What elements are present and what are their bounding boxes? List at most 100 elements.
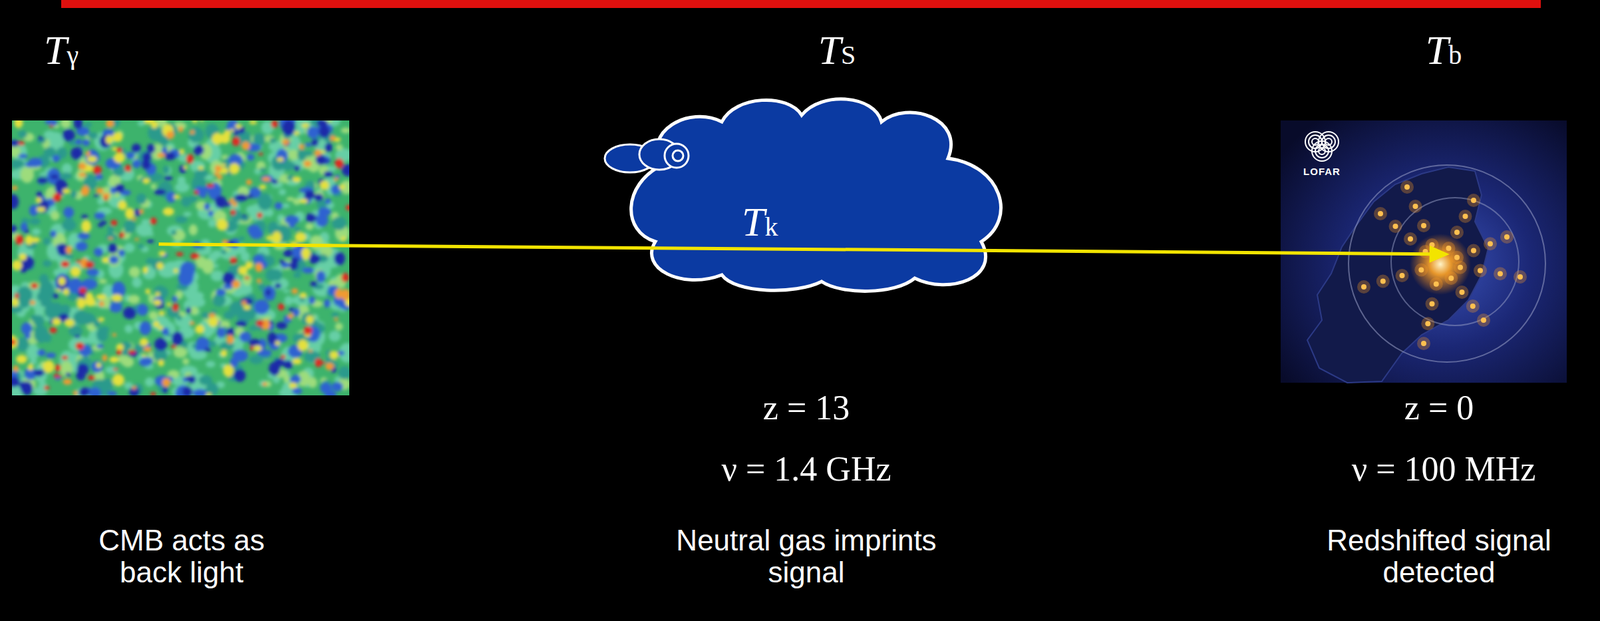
cmb-spot bbox=[30, 314, 40, 322]
cmb-spot bbox=[11, 139, 20, 147]
cmb-spot bbox=[201, 258, 214, 275]
range-circle bbox=[1391, 197, 1519, 326]
cmb-spot bbox=[286, 196, 295, 201]
cmb-spot bbox=[223, 310, 235, 320]
cmb-spot bbox=[164, 151, 175, 160]
cmb-spot bbox=[93, 247, 104, 257]
cmb-spot bbox=[70, 266, 82, 277]
cmb-spot bbox=[280, 354, 286, 359]
cmb-spot bbox=[107, 225, 114, 235]
cmb-spot bbox=[147, 232, 154, 237]
cloud-icon bbox=[604, 139, 689, 173]
cmb-spot bbox=[184, 290, 204, 301]
station-glow bbox=[1473, 264, 1487, 278]
station-glow bbox=[1500, 230, 1514, 244]
icon-puff bbox=[672, 150, 684, 161]
cmb-spot bbox=[60, 172, 72, 180]
cmb-spot bbox=[52, 192, 62, 202]
cmb-spot bbox=[345, 204, 350, 211]
cmb-spot bbox=[325, 198, 332, 205]
cmb-spot bbox=[183, 165, 188, 170]
cmb-spot bbox=[232, 280, 241, 289]
temperature-heading: Tb bbox=[1425, 29, 1462, 71]
cmb-spot bbox=[238, 266, 248, 276]
cmb-spot bbox=[127, 349, 138, 358]
cmb-spot bbox=[294, 226, 301, 232]
station-dot bbox=[1399, 272, 1406, 279]
station-dot bbox=[1429, 242, 1436, 248]
cmb-spot bbox=[128, 349, 136, 354]
cmb-spot bbox=[43, 237, 51, 246]
cmb-spot bbox=[59, 361, 73, 377]
cmb-spot bbox=[122, 356, 135, 368]
cmb-spot bbox=[93, 194, 100, 197]
station-dot bbox=[1477, 268, 1483, 274]
cmb-spot bbox=[11, 259, 22, 271]
cmb-spot bbox=[61, 162, 73, 174]
cmb-spot bbox=[233, 369, 246, 382]
cmb-spot bbox=[162, 165, 170, 175]
cmb-spot bbox=[128, 294, 141, 304]
cmb-spot bbox=[278, 188, 287, 196]
cmb-spot bbox=[157, 153, 165, 158]
gas-cloud bbox=[631, 99, 1002, 292]
cmb-spot bbox=[129, 386, 140, 396]
cmb-spot bbox=[320, 382, 332, 394]
cmb-spot bbox=[282, 120, 295, 136]
cmb-spot bbox=[11, 305, 23, 313]
cmb-spot bbox=[190, 252, 200, 259]
cmb-spot bbox=[16, 336, 30, 351]
cmb-spot bbox=[32, 387, 41, 393]
cmb-spot bbox=[283, 249, 293, 257]
cmb-spot bbox=[194, 324, 205, 334]
cmb-spot bbox=[81, 220, 92, 233]
cmb-spot bbox=[158, 250, 166, 257]
station-dot bbox=[1470, 248, 1477, 254]
cmb-spot bbox=[55, 363, 62, 372]
cmb-spot bbox=[61, 260, 70, 268]
station-dot bbox=[1423, 248, 1429, 255]
cmb-spot bbox=[288, 218, 296, 228]
cmb-spot bbox=[199, 120, 205, 122]
cmb-spot bbox=[43, 385, 50, 390]
station-glow bbox=[1450, 225, 1464, 239]
cmb-spot bbox=[222, 239, 229, 245]
cmb-spot bbox=[292, 387, 303, 395]
cmb-spot bbox=[131, 276, 142, 288]
cmb-spot bbox=[53, 373, 60, 378]
cmb-spot bbox=[39, 300, 54, 307]
cmb-spot bbox=[318, 125, 330, 139]
station-glow bbox=[1458, 209, 1473, 223]
cmb-spot bbox=[29, 237, 40, 243]
cmb-spot bbox=[292, 357, 303, 364]
cmb-spot bbox=[57, 375, 62, 378]
station-dot bbox=[1497, 270, 1503, 277]
cmb-spot bbox=[19, 381, 28, 391]
station-dot bbox=[1470, 303, 1476, 309]
station-glow bbox=[1466, 299, 1480, 313]
station-glow bbox=[1429, 277, 1443, 291]
temperature-symbol: Tk bbox=[741, 200, 778, 243]
cmb-spot bbox=[194, 190, 199, 195]
cmb-spot bbox=[309, 235, 324, 251]
temperature-heading: TS bbox=[818, 29, 857, 71]
station-glow bbox=[1417, 218, 1431, 233]
cmb-spot bbox=[84, 223, 90, 228]
cmb-spot bbox=[204, 347, 211, 352]
station-glow bbox=[1389, 219, 1403, 233]
cmb-spot bbox=[210, 270, 225, 282]
cmb-spot bbox=[62, 378, 72, 385]
cmb-spot bbox=[282, 139, 289, 146]
frequency-value: ν = 100 MHz bbox=[1351, 449, 1537, 488]
cmb-spot bbox=[246, 179, 253, 185]
station-dot bbox=[1454, 229, 1460, 235]
cmb-spot bbox=[250, 345, 255, 351]
cmb-spot bbox=[52, 292, 59, 299]
cmb-spot bbox=[33, 325, 48, 344]
cmb-spot bbox=[75, 341, 84, 350]
logo-ring bbox=[1318, 147, 1326, 155]
cmb-spot bbox=[31, 282, 38, 289]
cmb-spot bbox=[324, 143, 333, 154]
cmb-spot bbox=[37, 177, 48, 185]
cmb-spot bbox=[11, 338, 16, 345]
